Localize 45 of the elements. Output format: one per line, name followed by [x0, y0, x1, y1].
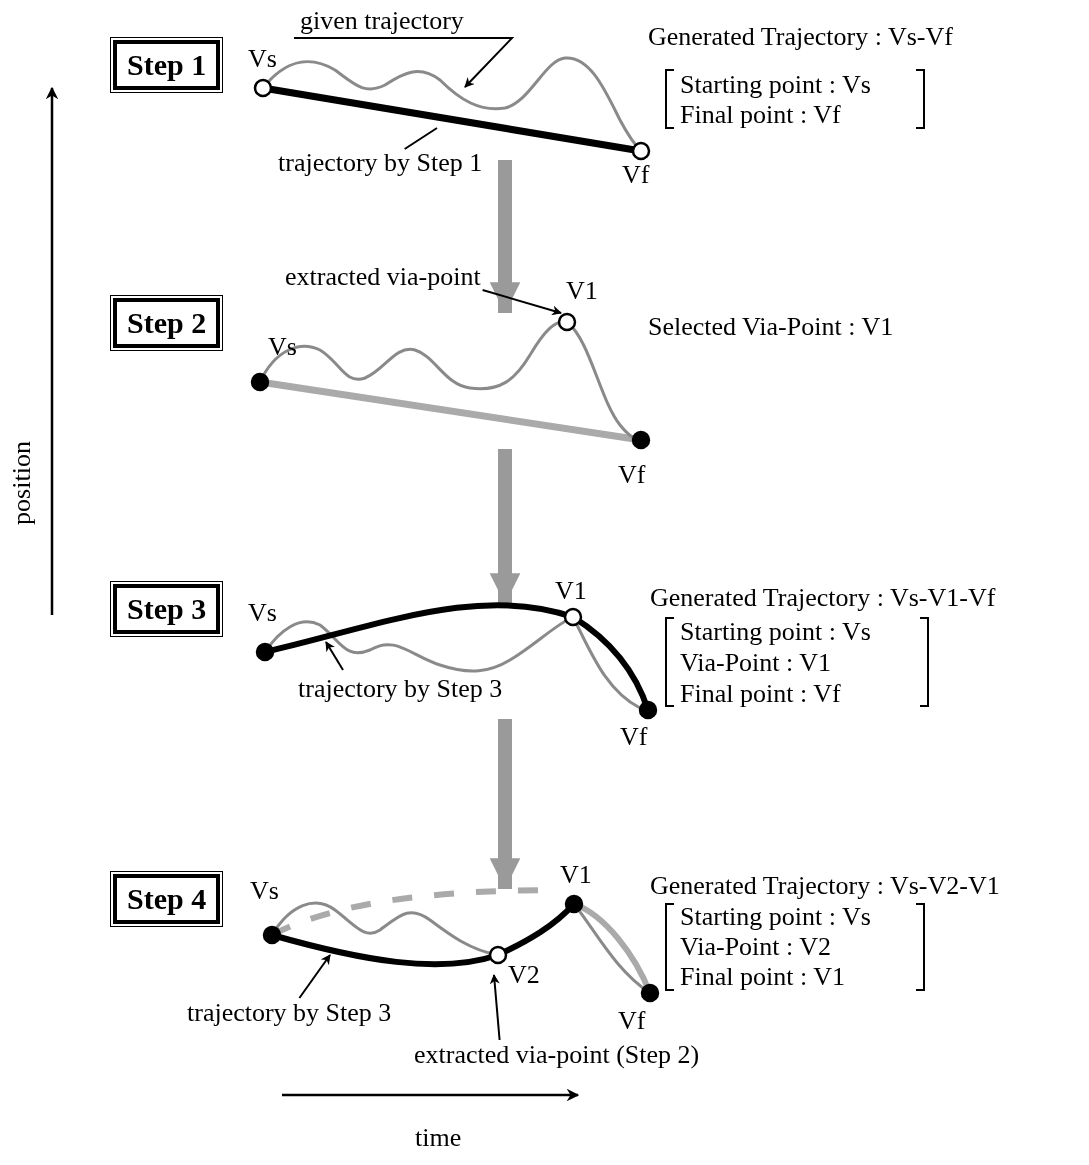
point-label: Vs — [250, 878, 279, 904]
leader-line — [298, 954, 331, 999]
parameter-row: Final point : V1 — [680, 964, 845, 990]
step-box: Step 3 — [113, 584, 221, 634]
callout-text: trajectory by Step 3 — [298, 676, 503, 702]
callout-text: given trajectory — [300, 8, 464, 34]
step-box: Step 4 — [113, 874, 221, 924]
point-label: Vf — [618, 462, 646, 488]
point-label: V2 — [508, 962, 540, 988]
block-arrow — [489, 160, 521, 313]
trajectory-heading: Selected Via-Point : V1 — [648, 314, 894, 340]
axis-label: position — [8, 441, 35, 525]
callout-text: trajectory by Step 3 — [187, 1000, 392, 1026]
leader-line — [293, 37, 515, 88]
parameter-row: Via-Point : V1 — [680, 650, 832, 676]
point-label: Vs — [268, 334, 297, 360]
callout-text: trajectory by Step 1 — [278, 150, 483, 176]
trajectory-heading: Generated Trajectory : Vs-Vf — [648, 24, 953, 50]
callout-text: extracted via-point — [285, 264, 481, 290]
point-label: Vf — [618, 1008, 646, 1034]
point-label: V1 — [555, 578, 587, 604]
point-label: V1 — [566, 278, 598, 304]
point-label: Vf — [620, 724, 648, 750]
callout-text: extracted via-point (Step 2) — [414, 1042, 700, 1068]
parameter-row: Starting point : Vs — [680, 619, 871, 645]
leader-line — [403, 127, 438, 150]
block-arrow — [489, 719, 521, 889]
leader-line — [481, 289, 562, 316]
leader-line — [489, 974, 501, 1041]
parameter-row: Via-Point : V2 — [680, 934, 832, 960]
step-box: Step 1 — [113, 40, 221, 90]
point-label: Vs — [248, 600, 277, 626]
leader-line — [325, 641, 344, 671]
trajectory-heading: Generated Trajectory : Vs-V1-Vf — [650, 585, 996, 611]
point-label: Vs — [248, 46, 277, 72]
parameter-row: Final point : Vf — [680, 102, 841, 128]
point-label: V1 — [560, 862, 592, 888]
parameter-row: Starting point : Vs — [680, 72, 871, 98]
step-box: Step 2 — [113, 298, 221, 348]
block-arrow — [489, 449, 521, 605]
point-label: Vf — [622, 162, 650, 188]
axis-label: time — [415, 1125, 462, 1151]
trajectory-heading: Generated Trajectory : Vs-V2-V1 — [650, 873, 1000, 899]
parameter-row: Final point : Vf — [680, 681, 841, 707]
parameter-row: Starting point : Vs — [680, 904, 871, 930]
